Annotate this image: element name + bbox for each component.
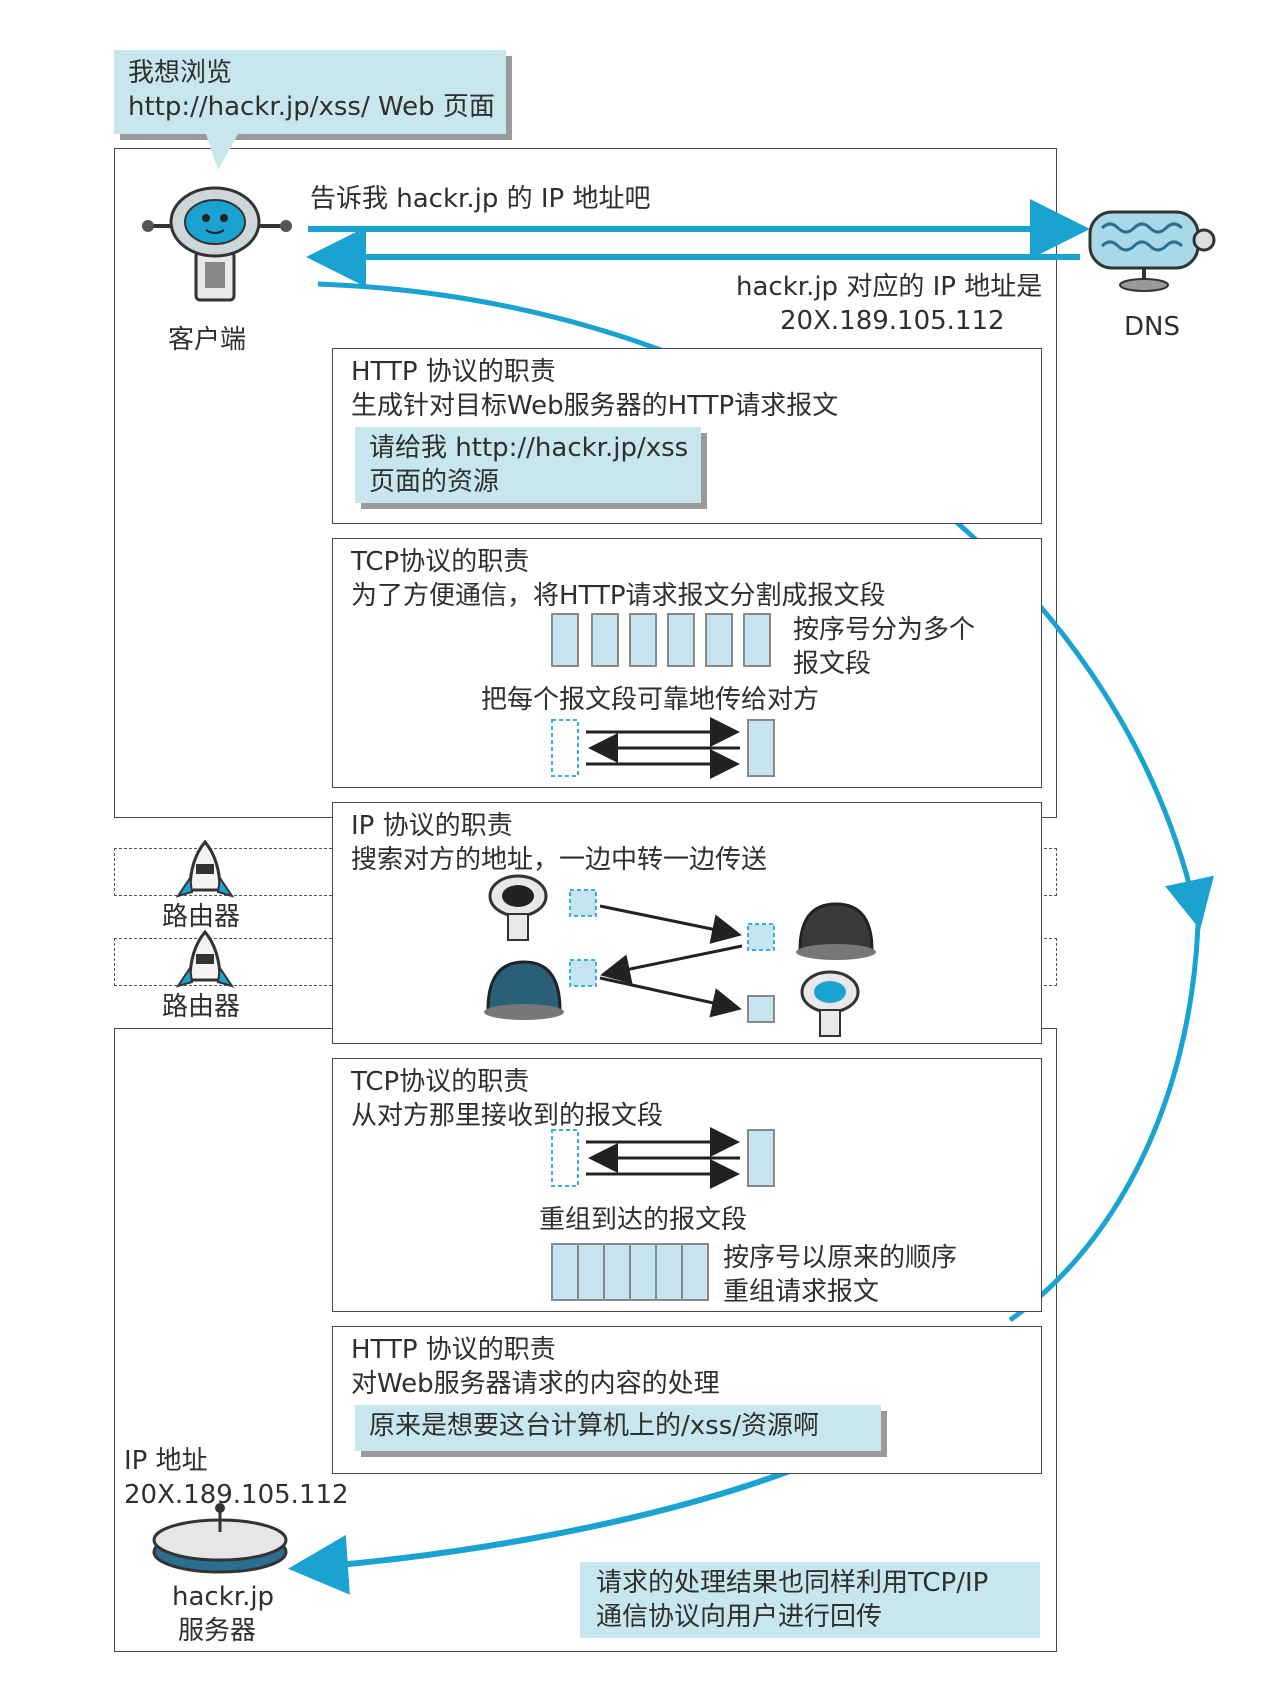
web-server-icon [152, 1503, 288, 1574]
http-response-box: HTTP 协议的职责 对Web服务器请求的内容的处理 原来是想要这台计算机上的/… [332, 1326, 1042, 1474]
dns-label: DNS [1124, 312, 1180, 342]
router-label-1: 路由器 [162, 902, 241, 932]
http-request-desc: 生成针对目标Web服务器的HTTP请求报文 [351, 391, 839, 421]
tcp-recv-title: TCP协议的职责 [351, 1067, 530, 1097]
ip-packet-4 [747, 995, 775, 1023]
http-request-message: 请给我 http://hackr.jp/xss 页面的资源 [355, 427, 701, 503]
client-label: 客户端 [168, 325, 247, 355]
router-icon-2 [175, 929, 235, 988]
bubble-line-2: http://hackr.jp/xss/ Web 页面 [128, 92, 495, 122]
http-request-msg-line-1: 请给我 http://hackr.jp/xss [369, 433, 689, 463]
ip-packet-3 [569, 959, 597, 987]
http-request-box: HTTP 协议的职责 生成针对目标Web服务器的HTTP请求报文 请给我 htt… [332, 348, 1042, 524]
ip-title: IP 协议的职责 [351, 811, 513, 841]
router-label-2: 路由器 [162, 992, 241, 1022]
response-flow-curve [288, 1461, 810, 1595]
client-robot-icon [142, 186, 292, 302]
send-packet-right [747, 719, 775, 777]
recv-packet-right [747, 1129, 775, 1187]
reassembled-message [551, 1243, 709, 1301]
dns-query-label: 告诉我 hackr.jp 的 IP 地址吧 [310, 184, 651, 214]
tcp-recv-note2-line-2: 重组请求报文 [723, 1277, 880, 1307]
tcp-send-note-2: 把每个报文段可靠地传给对方 [481, 685, 820, 715]
http-response-title: HTTP 协议的职责 [351, 1335, 556, 1365]
tcp-recv-note2-line-1: 按序号以原来的顺序 [723, 1243, 958, 1273]
small-robot-icon-2 [800, 970, 860, 1037]
small-robot-icon-1 [488, 874, 548, 941]
server-ip-value: 20X.189.105.112 [124, 1480, 349, 1510]
beetle-router-icon-1 [796, 902, 876, 960]
request-flow-curve-lower [1008, 924, 1201, 1323]
tcp-send-note-line-1: 按序号分为多个 [793, 615, 976, 645]
segment-packets [551, 613, 771, 667]
dns-server-icon [1088, 210, 1216, 292]
recv-packet-left [551, 1129, 579, 1187]
result-callout: 请求的处理结果也同样利用TCP/IP 通信协议向用户进行回传 [580, 1562, 1040, 1638]
result-line-2: 通信协议向用户进行回传 [596, 1602, 883, 1632]
server-label-line-2: 服务器 [178, 1616, 257, 1646]
ip-packet-2 [747, 923, 775, 951]
bubble-line-1: 我想浏览 [128, 58, 233, 88]
tcp-send-note-line-2: 报文段 [793, 649, 872, 679]
tcp-recv-desc: 从对方那里接收到的报文段 [351, 1101, 664, 1131]
result-line-1: 请求的处理结果也同样利用TCP/IP [596, 1568, 989, 1598]
ip-packet-1 [569, 889, 597, 917]
http-request-msg-line-2: 页面的资源 [369, 467, 500, 497]
tcp-recv-note: 重组到达的报文段 [539, 1205, 748, 1235]
http-response-msg: 原来是想要这台计算机上的/xss/资源啊 [369, 1411, 819, 1441]
beetle-router-icon-2 [484, 960, 564, 1020]
dns-answer-line-1: hackr.jp 对应的 IP 地址是 [736, 272, 1043, 302]
tcp-send-title: TCP协议的职责 [351, 547, 530, 577]
http-response-message: 原来是想要这台计算机上的/xss/资源啊 [355, 1405, 881, 1451]
tcp-send-desc: 为了方便通信，将HTTP请求报文分割成报文段 [351, 581, 886, 611]
http-response-desc: 对Web服务器请求的内容的处理 [351, 1369, 720, 1399]
server-ip-label: IP 地址 [124, 1446, 208, 1476]
send-packet-left [551, 719, 579, 777]
browse-request-bubble: 我想浏览 http://hackr.jp/xss/ Web 页面 [114, 50, 506, 134]
dns-answer-line-2: 20X.189.105.112 [780, 306, 1005, 336]
ip-desc: 搜索对方的地址，一边中转一边传送 [351, 845, 768, 875]
server-label-line-1: hackr.jp [172, 1582, 275, 1612]
router-icon-1 [175, 839, 235, 898]
http-request-title: HTTP 协议的职责 [351, 357, 556, 387]
